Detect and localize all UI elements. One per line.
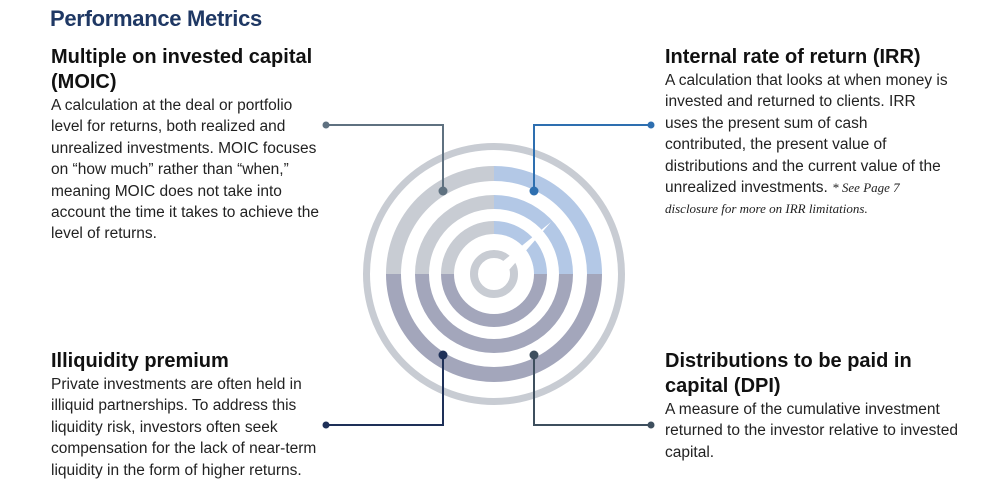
irr-section: Internal rate of return (IRR) A calculat…	[665, 45, 950, 220]
gauge-needle	[470, 222, 551, 298]
illiquidity-connector	[322, 350, 448, 429]
dpi-connector-end-dot	[529, 350, 539, 360]
moic-connector	[322, 121, 448, 196]
irr-heading: Internal rate of return (IRR)	[665, 46, 921, 68]
moic-heading: Multiple on invested capital (MOIC)	[51, 46, 313, 93]
dpi-section: Distributions to be paid in capital (DPI…	[665, 349, 965, 463]
irr-connector	[529, 121, 655, 196]
moic-connector-end-dot	[438, 186, 448, 196]
illiquidity-connector-start-dot	[322, 421, 330, 429]
rings-top-left	[363, 143, 494, 274]
illiquidity-description: Private investments are often held in il…	[51, 376, 317, 479]
irr-connector-end-dot	[529, 186, 539, 196]
moic-section: Multiple on invested capital (MOIC) A ca…	[51, 45, 321, 245]
gauge-hub-center	[481, 261, 507, 287]
gauge-hub-ring	[470, 250, 518, 298]
page-title: Performance Metrics	[50, 6, 262, 31]
irr-disclosure-note: * See Page 7 disclosure for more on IRR …	[665, 180, 900, 217]
dpi-description: A measure of the cumulative investment r…	[665, 401, 958, 461]
moic-description: A calculation at the deal or portfolio l…	[51, 97, 319, 243]
dpi-connector-start-dot	[647, 421, 655, 429]
moic-connector-start-dot	[322, 121, 330, 129]
dpi-connector	[529, 350, 655, 429]
illiquidity-connector-end-dot	[438, 350, 448, 360]
illiquidity-heading: Illiquidity premium	[51, 350, 229, 372]
irr-connector-start-dot	[647, 121, 655, 129]
gauge-pointer	[502, 222, 551, 270]
dpi-heading: Distributions to be paid in capital (DPI…	[665, 350, 912, 397]
illiquidity-section: Illiquidity premium Private investments …	[51, 349, 326, 481]
irr-description: A calculation that looks at when money i…	[665, 70, 950, 220]
irr-description-text: A calculation that looks at when money i…	[665, 72, 948, 197]
